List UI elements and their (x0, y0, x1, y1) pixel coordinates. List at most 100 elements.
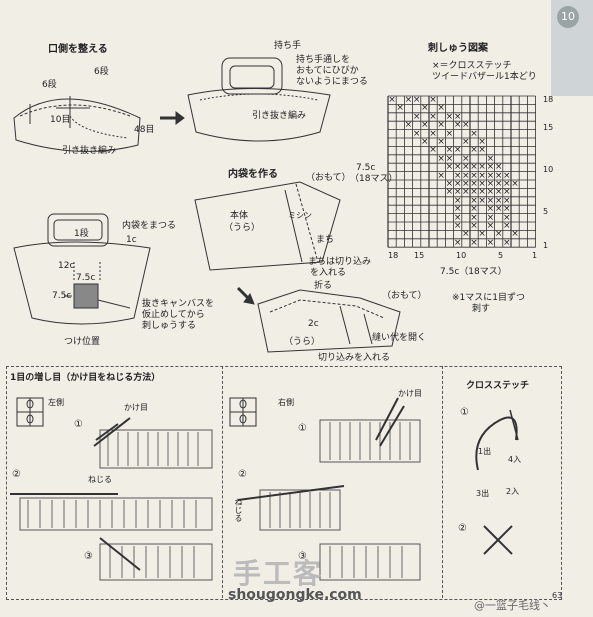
grid-note-2: 刺す (472, 304, 491, 314)
bottom-section-frame (6, 366, 562, 600)
label-six-dan-b: 6段 (94, 67, 109, 77)
cross-stitch-cell: × (462, 137, 470, 147)
cross-stitch-cell: × (421, 137, 429, 147)
label-1-out: 1出 (478, 447, 492, 456)
cross-stitch-cell: × (453, 170, 462, 181)
cross-stitch-cell: × (445, 187, 454, 198)
cross-stitch-cell: × (486, 153, 495, 164)
cross-stitch-cell: × (412, 128, 421, 139)
cross-stitch-cell: × (503, 204, 511, 215)
cross-stitch-cell: × (453, 120, 462, 131)
label-size-a: 7.5c (356, 163, 376, 173)
cross-stitch-cell: × (478, 170, 486, 181)
cross-stitch-cell: × (494, 195, 503, 206)
knit-swatch-6 (319, 543, 421, 581)
label-handle: 持ち手 (274, 41, 302, 51)
seam-fold-diagram (257, 289, 401, 353)
cross-stitch-cell: × (503, 187, 511, 198)
cross-stitch-cell: × (478, 162, 486, 173)
label-12c: 12c (58, 261, 75, 271)
cross-stitch-cell: × (412, 111, 421, 122)
cross-stitch-cell: × (453, 204, 462, 215)
grid-width-label: 7.5c（18マス） (440, 267, 507, 277)
label-7-5c-b: 7.5c (52, 291, 72, 301)
canvas-note-3: 刺しゅうする (142, 321, 197, 331)
cross-stitch-cell: × (396, 103, 404, 114)
cross-stitch-cell: × (486, 204, 495, 215)
bottom-divider-2 (442, 366, 443, 598)
cross-stitch-cell: × (494, 162, 503, 173)
cross-stitch-cell: × (470, 179, 478, 189)
cross-stitch-cell: × (486, 187, 495, 198)
cross-stitch-cell: × (453, 162, 462, 173)
cross-stitch-cell: × (429, 128, 437, 139)
section-title-cross-stitch: クロスステッチ (466, 381, 530, 391)
cross-stitch-cell: × (494, 204, 503, 215)
cross-stitch-cell: × (462, 153, 470, 164)
cross-stitch-cell: × (486, 162, 495, 173)
cross-step-2: ② (458, 523, 467, 534)
section-title-embroidery: 刺しゅう図案 (428, 43, 488, 54)
cross-stitch-cell: × (470, 237, 478, 248)
label-3-out: 3出 (476, 489, 490, 498)
label-2-in: 2入 (506, 487, 520, 496)
label-2c: 2c (308, 319, 319, 329)
cross-stitch-cell: × (453, 237, 462, 248)
cross-stitch-cell: × (445, 153, 454, 164)
cross-stitch-cell: × (429, 111, 437, 122)
cross-stitch-cell: × (478, 195, 486, 206)
cross-stitch-cell: × (478, 179, 486, 189)
cross-stitch-cell: × (470, 221, 478, 231)
label-machi: まち (316, 235, 335, 245)
handle-note-3: ないようにまつる (296, 77, 368, 87)
section-title-inner-bag: 内袋を作る (228, 169, 278, 180)
cross-stitch-cell: × (421, 103, 429, 114)
cross-stitch-cell: × (388, 95, 396, 105)
embroidery-chart: ××××××××××××××××××××××××××××××××××××××××… (388, 96, 536, 248)
label-hontai: 本体 (230, 211, 249, 221)
cross-stitch-cell: × (429, 95, 437, 105)
cross-stitch-cell: × (503, 179, 511, 189)
axis-right-15: 15 (543, 123, 554, 132)
cross-stitch-cell: × (470, 187, 478, 198)
label-cut2: 切り込みを入れる (318, 353, 391, 363)
inner-bag-pattern (194, 181, 341, 271)
cross-stitch-cell: × (453, 195, 462, 206)
axis-bottom-10: 10 (456, 251, 467, 260)
page-number: 63 (552, 591, 563, 600)
cross-stitch-cell: × (462, 170, 470, 181)
cross-stitch-cell: × (486, 170, 495, 181)
handle-bag-outline (187, 88, 331, 142)
label-fold: 折る (314, 281, 333, 291)
step-2-left: ② (12, 469, 21, 480)
cross-stitch-cell: × (503, 237, 511, 248)
label-hontai-ura: （うら） (224, 223, 261, 233)
handle-note-1: 持ち手通しを (296, 55, 351, 65)
cross-stitch-cell: × (453, 145, 462, 156)
cross-stitch-cell: × (470, 145, 478, 156)
label-kakeme-a: かけ目 (124, 403, 148, 412)
axis-bottom-1: 1 (532, 251, 538, 260)
cross-stitch-cell: × (453, 111, 462, 122)
cross-stitch-cell: × (453, 179, 462, 189)
cross-stitch-cell: × (470, 204, 478, 215)
cross-stitch-cell: × (445, 179, 454, 189)
cross-stitch-cell: × (453, 212, 462, 223)
cross-stitch-cell: × (486, 221, 495, 231)
cross-stitch-cell: × (478, 145, 486, 156)
step-1-right: ① (298, 423, 307, 434)
cross-stitch-cell: × (462, 162, 470, 173)
legend-1: ×＝クロスステッチ (432, 61, 512, 71)
label-mishin: ミシン (288, 211, 312, 220)
label-kakeme-b: かけ目 (398, 389, 422, 398)
cross-stitch-cell: × (462, 120, 470, 131)
knit-swatch-3 (99, 543, 213, 581)
cross-stitch-cell: × (445, 128, 454, 139)
axis-bottom-5: 5 (498, 251, 504, 260)
cross-mark (483, 525, 513, 555)
cross-stitch-cell: × (503, 195, 511, 206)
label-tsuke: つけ位置 (64, 337, 101, 347)
cross-stitch-cell: × (494, 187, 503, 198)
axis-right-18: 18 (543, 95, 554, 104)
